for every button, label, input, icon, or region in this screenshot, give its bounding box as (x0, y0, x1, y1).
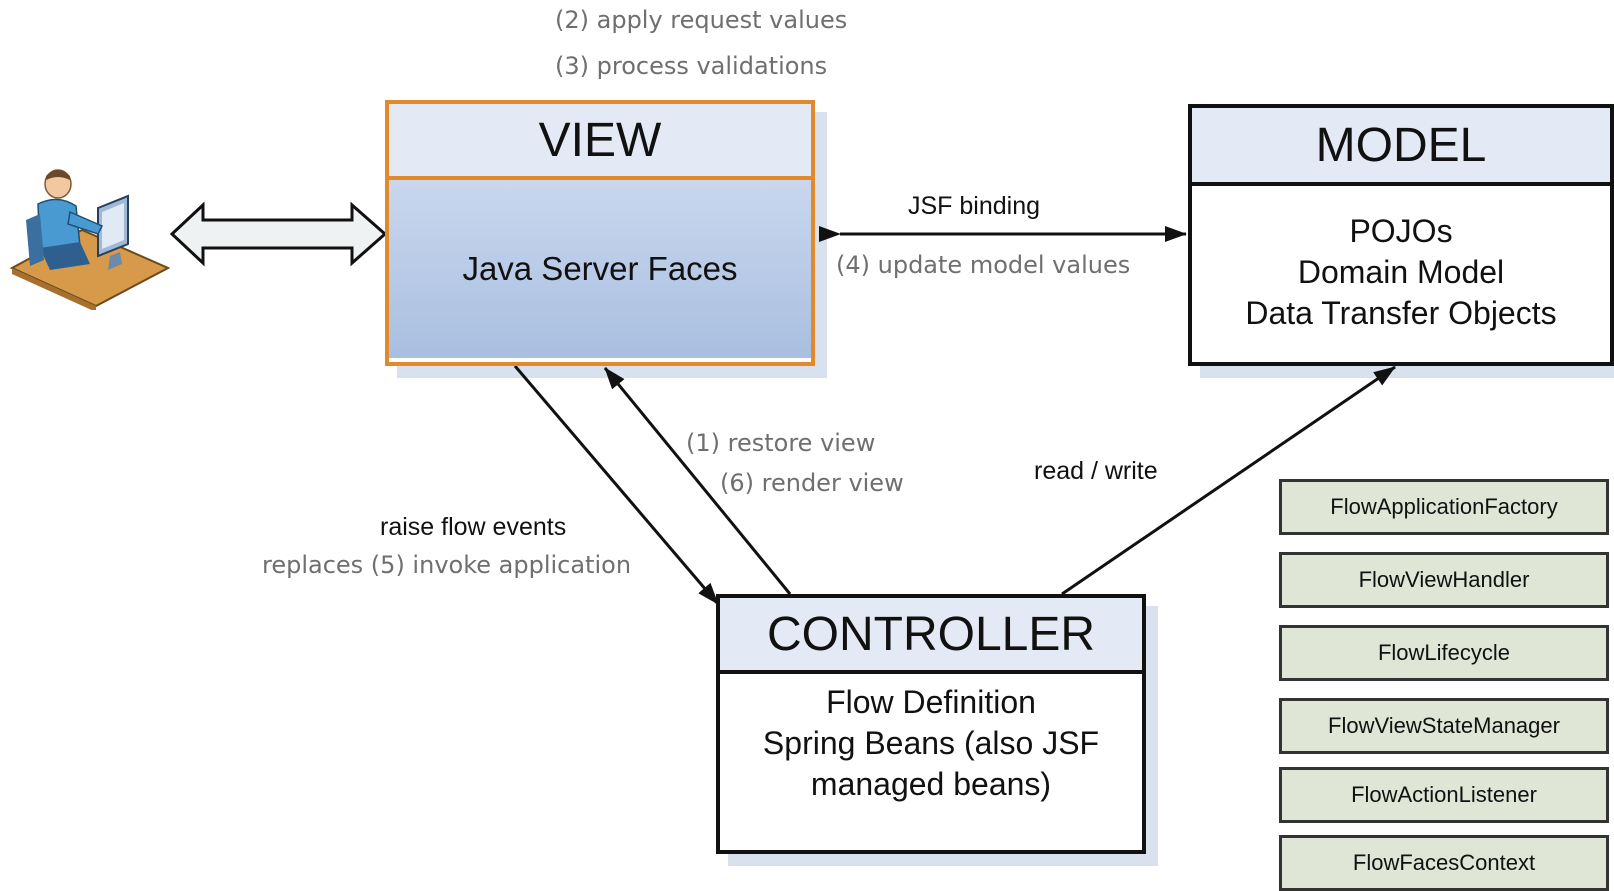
controller-box: CONTROLLER Flow Definition Spring Beans … (716, 594, 1146, 854)
user-at-computer-icon (10, 169, 170, 310)
component-flow-view-state-manager: FlowViewStateManager (1279, 698, 1609, 754)
controller-body: Flow Definition Spring Beans (also JSF m… (720, 674, 1142, 805)
component-flow-lifecycle: FlowLifecycle (1279, 625, 1609, 681)
note-apply-request-values: (2) apply request values (555, 6, 848, 34)
label-raise-flow-events: raise flow events (380, 513, 567, 541)
model-title: MODEL (1192, 108, 1610, 186)
label-read-write: read / write (1034, 457, 1158, 485)
raise-flow-events-arrow (513, 365, 720, 605)
restore-render-view-arrow (603, 367, 792, 595)
model-box: MODEL POJOs Domain Model Data Transfer O… (1188, 104, 1614, 366)
read-write-arrow (1061, 365, 1396, 596)
controller-line: Flow Definition (826, 684, 1036, 720)
controller-line: managed beans) (810, 766, 1052, 802)
view-body: Java Server Faces (389, 180, 811, 358)
component-flow-view-handler: FlowViewHandler (1279, 552, 1609, 608)
note-render-view: (6) render view (720, 469, 904, 497)
model-line: Data Transfer Objects (1245, 294, 1557, 331)
model-line: Domain Model (1297, 253, 1505, 290)
note-invoke-application: replaces (5) invoke application (262, 551, 632, 579)
model-body: POJOs Domain Model Data Transfer Objects (1192, 186, 1610, 358)
note-restore-view: (1) restore view (686, 429, 876, 457)
controller-title: CONTROLLER (720, 598, 1142, 674)
label-jsf-binding: JSF binding (908, 192, 1041, 220)
user-view-double-arrow (169, 201, 388, 267)
component-flow-application-factory: FlowApplicationFactory (1279, 479, 1609, 535)
controller-line: Spring Beans (also JSF (762, 725, 1100, 761)
model-line: POJOs (1349, 212, 1453, 249)
note-update-model-values: (4) update model values (836, 251, 1131, 279)
note-process-validations: (3) process validations (555, 52, 828, 80)
component-flow-faces-context: FlowFacesContext (1279, 835, 1609, 891)
view-title: VIEW (389, 104, 811, 180)
component-flow-action-listener: FlowActionListener (1279, 767, 1609, 823)
view-box: VIEW Java Server Faces (385, 100, 815, 366)
